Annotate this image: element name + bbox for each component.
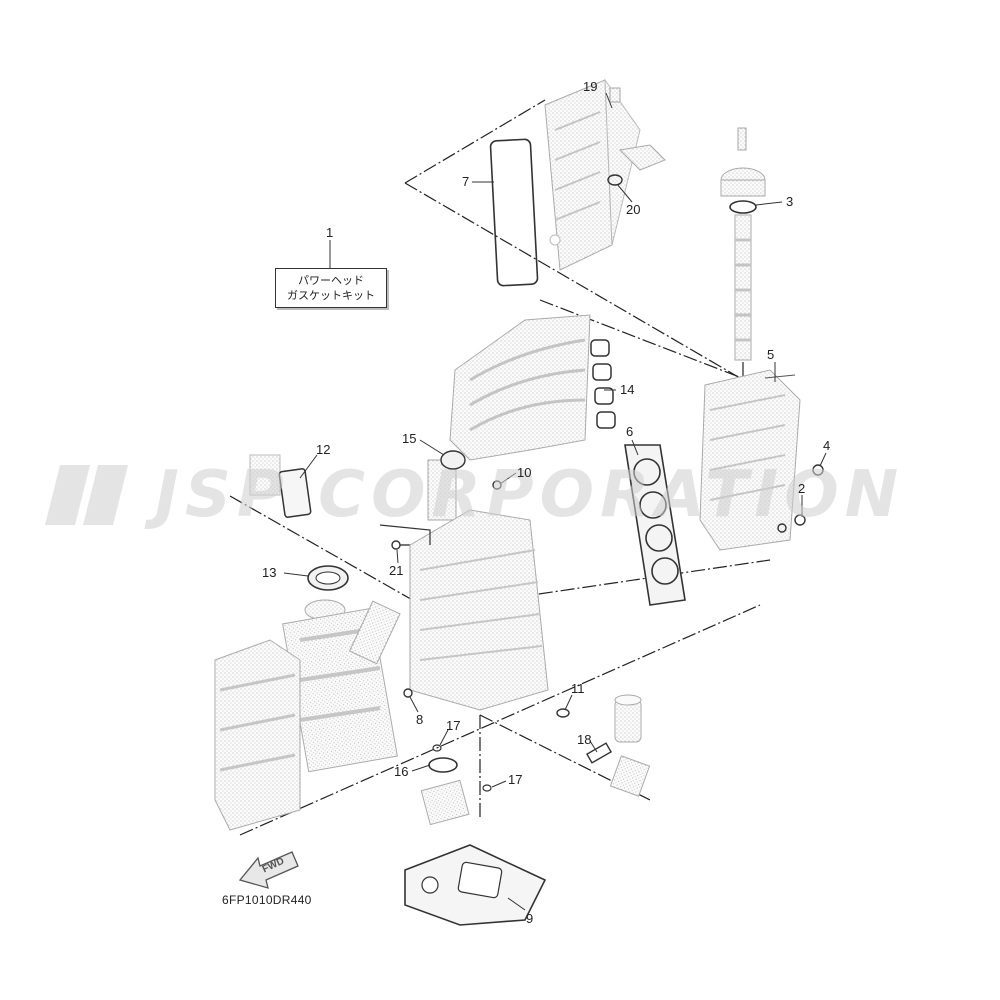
callout-18: 18 — [577, 732, 592, 747]
kit-label-box: パワーヘッド ガスケットキット — [275, 268, 387, 308]
cylinder-head-cover — [544, 78, 641, 271]
callout-19: 19 — [583, 79, 598, 94]
cover-plate-gasket — [249, 454, 312, 518]
callout-17b: 17 — [508, 772, 523, 787]
base-gasket — [404, 844, 547, 926]
kit-label-line1: パワーヘッド — [298, 274, 364, 287]
callout-3: 3 — [786, 194, 794, 209]
callout-2: 2 — [798, 481, 806, 496]
callout-14: 14 — [620, 382, 635, 397]
intake-manifold — [427, 314, 591, 521]
oil-seal-13 — [307, 565, 349, 591]
drawing-code: 6FP1010DR440 — [222, 893, 312, 907]
callout-4: 4 — [823, 438, 831, 453]
kit-label-line2: ガスケットキット — [287, 289, 375, 302]
callout-13: 13 — [262, 565, 277, 580]
callout-20: 20 — [626, 202, 641, 217]
callout-16: 16 — [394, 764, 409, 779]
callout-1: 1 — [326, 225, 334, 240]
manifold-gasket — [590, 339, 616, 429]
callout-15: 15 — [402, 431, 417, 446]
fwd-arrow-icon — [238, 851, 299, 889]
callout-11: 11 — [571, 681, 585, 696]
callout-10: 10 — [517, 465, 532, 480]
callout-21: 21 — [389, 563, 404, 578]
sealing-ring-15 — [440, 450, 466, 470]
callout-12: 12 — [316, 442, 331, 457]
lower-crankcase — [214, 639, 301, 831]
oil-pump-housing — [420, 744, 492, 826]
callout-8: 8 — [416, 712, 424, 727]
callout-leaders — [283, 92, 827, 911]
callout-9: 9 — [526, 911, 534, 926]
callout-5: 5 — [767, 347, 775, 362]
crankshaft-assembly — [282, 599, 401, 773]
callout-6: 6 — [626, 424, 634, 439]
callout-17a: 17 — [446, 718, 461, 733]
callout-7: 7 — [462, 174, 470, 189]
crankcase-block — [379, 480, 570, 718]
camshaft-assembly — [720, 127, 766, 361]
cylinder-head — [699, 369, 824, 551]
oil-filter — [586, 694, 651, 797]
head-gasket — [624, 444, 686, 606]
cover-bolt-parts — [607, 87, 666, 186]
cover-gasket — [489, 138, 539, 287]
